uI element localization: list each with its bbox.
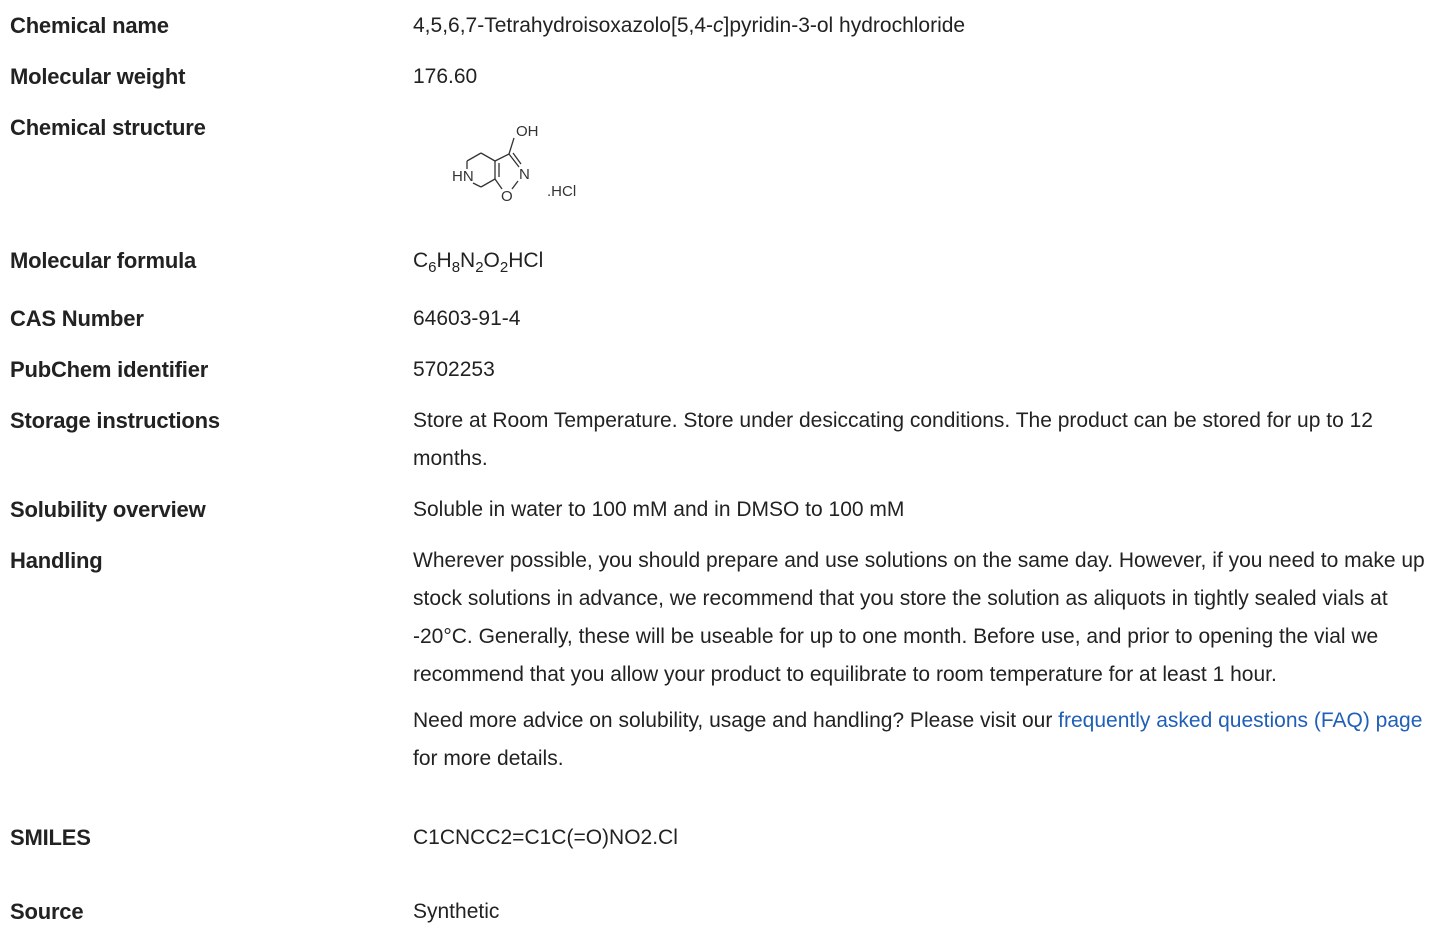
chemical-name-part-2: ]pyridin-3-ol hydrochloride	[723, 14, 966, 37]
value-cas-number: 64603-91-4	[413, 307, 521, 330]
label-molecular-weight: Molecular weight	[10, 64, 186, 89]
handling-paragraph: Wherever possible, you should prepare an…	[413, 549, 1425, 686]
atom-oh: OH	[516, 123, 539, 140]
advice-text-post: for more details.	[413, 747, 564, 770]
label-smiles: SMILES	[10, 825, 91, 850]
formula-n: N	[460, 249, 476, 272]
label-storage-instructions: Storage instructions	[10, 408, 220, 433]
salt-hcl: .HCl	[547, 183, 576, 200]
faq-link[interactable]: frequently asked questions (FAQ) page	[1058, 709, 1423, 732]
formula-salt: HCl	[508, 249, 544, 272]
value-chemical-name: 4,5,6,7-Tetrahydroisoxazolo[5,4-c]pyridi…	[413, 7, 1437, 45]
label-handling: Handling	[10, 548, 103, 573]
value-molecular-weight: 176.60	[413, 65, 478, 88]
chemical-name-italic: c	[713, 14, 724, 37]
label-source: Source	[10, 899, 84, 924]
formula-h-count: 8	[451, 259, 461, 276]
atom-hn: HN	[452, 168, 474, 185]
label-cas-number: CAS Number	[10, 306, 144, 331]
advice-text-pre: Need more advice on solubility, usage an…	[413, 709, 1059, 732]
formula-c: C	[413, 249, 429, 272]
value-molecular-formula: C6H8N2O2HCl	[413, 242, 1437, 280]
label-chemical-structure: Chemical structure	[10, 115, 206, 140]
label-chemical-name: Chemical name	[10, 13, 169, 38]
formula-o: O	[483, 249, 500, 272]
value-pubchem-identifier: 5702253	[413, 358, 495, 381]
chemical-structure-image: OH HN N O .HCl	[413, 109, 613, 219]
value-smiles: C1CNCC2=C1C(=O)NO2.Cl	[413, 826, 678, 849]
formula-n-count: 2	[475, 259, 484, 276]
formula-o-count: 2	[499, 259, 509, 276]
value-handling: Wherever possible, you should prepare an…	[413, 542, 1437, 778]
atom-n: N	[519, 166, 530, 183]
atom-o: O	[501, 188, 513, 205]
formula-h: H	[436, 249, 452, 272]
structure-bonds	[466, 137, 522, 190]
value-solubility-overview: Soluble in water to 100 mM and in DMSO t…	[413, 498, 905, 521]
label-molecular-formula: Molecular formula	[10, 248, 197, 273]
structure-drawing: OH HN N O .HCl	[452, 123, 576, 205]
value-source: Synthetic	[413, 900, 500, 923]
chemical-name-part-1: 4,5,6,7-Tetrahydroisoxazolo[5,4-	[413, 14, 713, 37]
formula-c-count: 6	[428, 259, 437, 276]
value-storage-instructions: Store at Room Temperature. Store under d…	[413, 409, 1373, 470]
label-solubility-overview: Solubility overview	[10, 497, 206, 522]
handling-advice: Need more advice on solubility, usage an…	[413, 702, 1437, 778]
label-pubchem-identifier: PubChem identifier	[10, 357, 209, 382]
